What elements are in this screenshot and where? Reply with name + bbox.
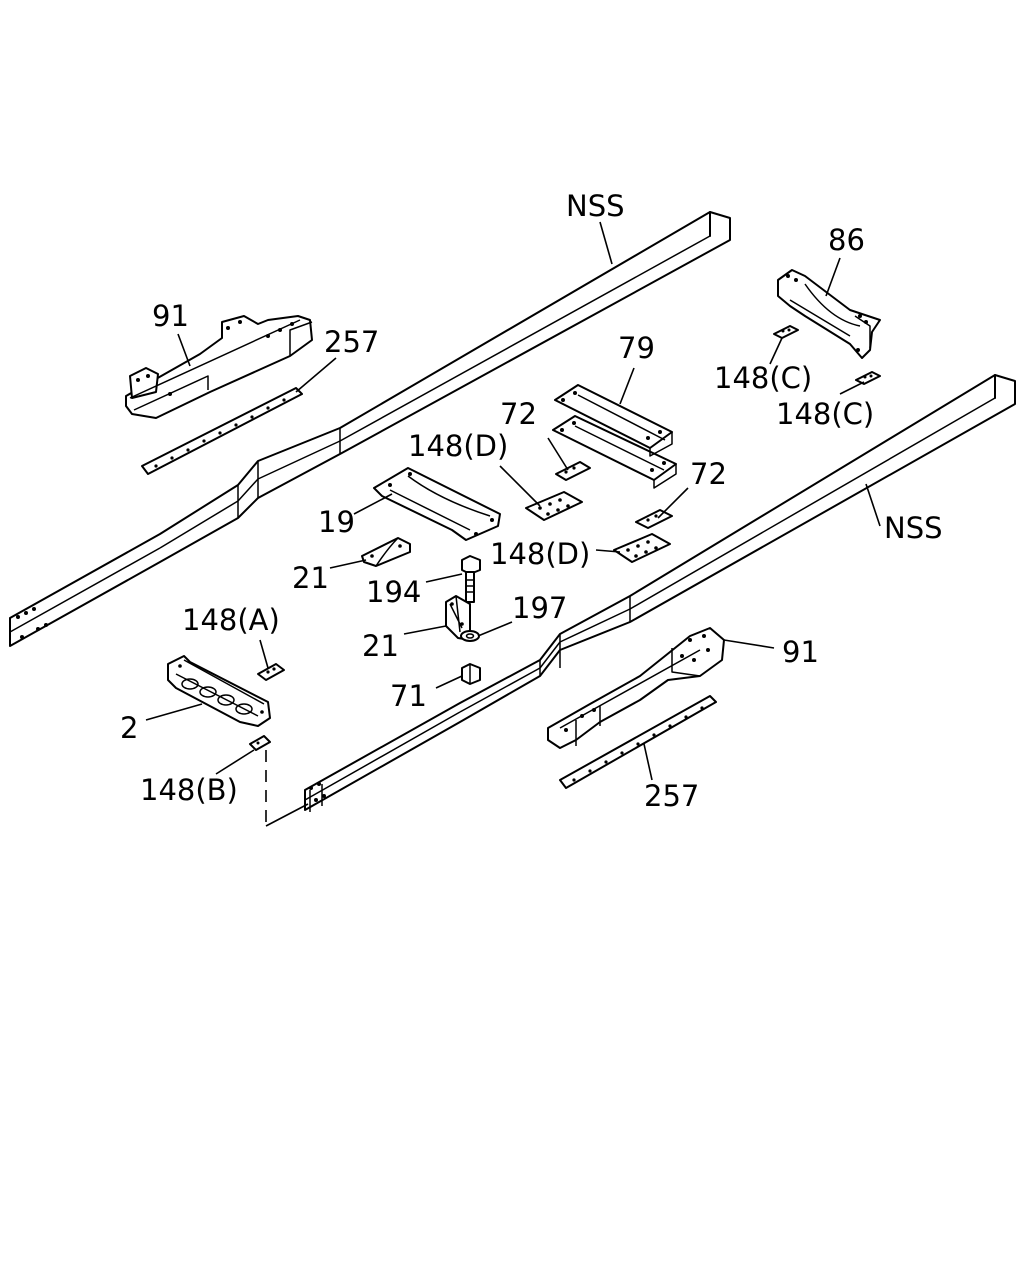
left-rail-holes	[16, 607, 48, 639]
washer-197	[460, 630, 480, 642]
label-72-right: 72	[690, 457, 727, 491]
part-labels: NSS 86 91 257 79 148(C) 148(C) 72 148(D)…	[120, 189, 943, 813]
label-19: 19	[318, 505, 355, 539]
bracket-91-right	[547, 627, 725, 749]
crossmember-2	[167, 655, 271, 727]
label-91-left: 91	[152, 299, 189, 333]
nut-71	[461, 663, 481, 685]
plate-148c-top	[773, 325, 799, 339]
plate-72-top	[555, 461, 591, 481]
label-257-left: 257	[324, 325, 379, 359]
label-91-right: 91	[782, 635, 819, 669]
label-148b: 148(B)	[140, 773, 238, 807]
dashed-leader-148b	[265, 750, 309, 827]
crossmember-19	[373, 467, 501, 541]
label-nss-right: NSS	[884, 511, 943, 545]
strip-257-right	[559, 695, 717, 789]
strip-257-left	[141, 387, 303, 475]
bolt-194	[461, 555, 481, 603]
label-148d-mid: 148(D)	[490, 537, 590, 571]
right-rail-holes	[309, 782, 326, 802]
label-nss-left: NSS	[566, 189, 625, 223]
plate-148d-top	[525, 491, 583, 521]
bracket-91-left	[125, 315, 313, 419]
label-257-right: 257	[644, 779, 699, 813]
label-148d-top: 148(D)	[408, 429, 508, 463]
label-148c-bottom: 148(C)	[776, 397, 874, 431]
left-frame-rail	[9, 211, 731, 647]
label-86: 86	[828, 223, 865, 257]
label-21-top: 21	[292, 561, 329, 595]
right-frame-rail	[304, 374, 1016, 812]
plate-72-right	[635, 509, 673, 529]
bracket-79	[552, 384, 677, 489]
crossmember-86	[777, 269, 881, 359]
label-197: 197	[512, 591, 567, 625]
label-71: 71	[390, 679, 427, 713]
plate-148b	[249, 735, 271, 751]
plate-148a	[257, 663, 285, 681]
label-79: 79	[618, 331, 655, 365]
label-194: 194	[366, 575, 421, 609]
label-21-bottom: 21	[362, 629, 399, 663]
leader-lines	[145, 221, 881, 781]
label-148c-top: 148(C)	[714, 361, 812, 395]
plate-148d-mid	[613, 533, 671, 563]
label-72-top: 72	[500, 397, 537, 431]
bracket-21-top	[361, 537, 411, 567]
plate-148c-bottom	[855, 371, 881, 385]
label-2: 2	[120, 711, 138, 745]
label-148a: 148(A)	[182, 603, 280, 637]
